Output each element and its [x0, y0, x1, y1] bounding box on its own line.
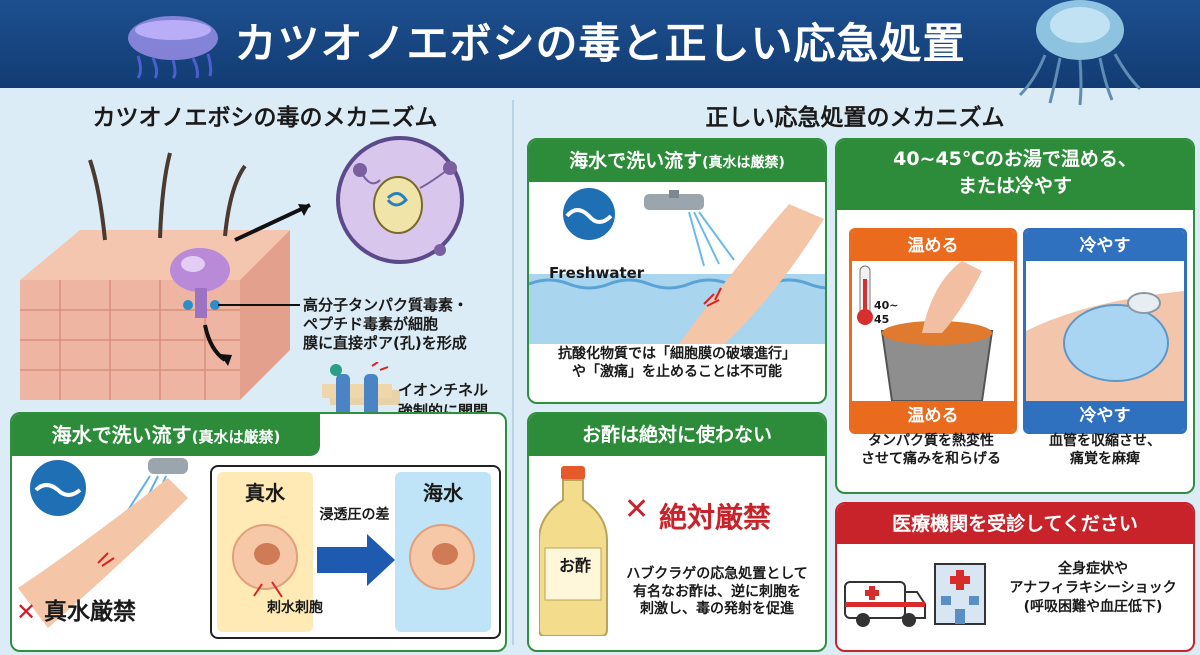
wash-bar-text: 海水で洗い流す [569, 150, 703, 172]
vinegar-bar: お酢は絶対に使わない [529, 414, 825, 456]
ion-text-1: イオンチネル [398, 381, 489, 399]
medical-bar: 医療機関を受診してください [837, 504, 1193, 544]
temperature-panel: 40~45℃のお湯で温める、 または冷やす 温める 40~ 45 温める タンパ… [835, 138, 1195, 494]
page-title: カツオノエボシの毒と正しい応急処置 [234, 19, 966, 68]
vinegar-bottle-illustration [539, 466, 608, 636]
warm-top-label: 温める [852, 231, 1014, 261]
left-wash-bar-note: (真水は厳禁) [191, 428, 281, 446]
warm-bucket-illustration [857, 261, 994, 401]
column-divider [512, 100, 514, 645]
medical-desc: 全身症状や アナフィラキシーショック (呼吸困難や血圧低下) [1009, 561, 1177, 615]
arm-rinse-illustration [18, 458, 188, 628]
cool-card: 冷やす 冷やす [1023, 228, 1187, 434]
jellyfish-left-illustration [128, 16, 218, 80]
toxin-description: 高分子タンパク質毒素・ ペプチド毒素が細胞 膜に直接ポア(孔)を形成 [303, 296, 469, 352]
osmosis-diagram [232, 524, 475, 598]
vinegar-panel: お酢は絶対に使わない お酢 ✕ 絶対厳禁 ハブクラゲの応急処置として 有名なお酢… [527, 412, 827, 652]
warm-card: 温める 40~ 45 温める [849, 228, 1017, 434]
wash-bar: 海水で洗い流す(真水は厳禁) [529, 140, 825, 182]
freshwater-ban-mark: ✕ [16, 598, 37, 626]
cell-label: 刺水刺胞 [267, 600, 323, 616]
left-wash-bar-text: 海水で洗い流す [51, 423, 192, 447]
medical-panel: 医療機関を受診してください 全身症状や アナフィラキシーショック (呼吸困難や血… [835, 502, 1195, 652]
osmosis-box: 真水 海水 浸透圧の差 刺水刺胞 [210, 465, 501, 639]
cool-top-label: 冷やす [1026, 231, 1184, 261]
cool-bottom-label: 冷やす [1026, 401, 1184, 431]
jellyfish-right-illustration [1018, 0, 1142, 106]
seawater-label: 海水 [423, 481, 463, 505]
cool-desc: 血管を収縮させ、 痛覚を麻痺 [1049, 433, 1161, 467]
right-section-title: 正しい応急処置のメカニズム [705, 105, 1005, 131]
vinegar-bottle-label: お酢 [558, 556, 591, 575]
temperature-bar: 40~45℃のお湯で温める、 または冷やす [837, 140, 1193, 210]
wash-desc: 抗酸化物質では「細胞膜の破壊進行」 や「激痛」を止めることは不可能 [558, 346, 796, 380]
warm-bottom-label: 温める [852, 401, 1014, 431]
thermometer-label: 40~ 45 [874, 299, 899, 326]
warm-desc: タンパク質を熱変性 させて痛みを和らげる [861, 433, 1001, 467]
vinegar-ban-text: 絶対厳禁 [659, 501, 772, 534]
wash-bar-note: (真水は厳禁) [702, 155, 785, 171]
freshwater-ban-text: 真水厳禁 [44, 599, 136, 625]
ice-pack-illustration [1026, 291, 1184, 401]
skin-mechanism-illustration [20, 136, 464, 405]
vinegar-ban-mark: ✕ [624, 492, 650, 527]
left-section-title: カツオノエボシの毒のメカニズム [92, 105, 438, 131]
left-wash-bar: 海水で洗い流す(真水は厳禁) [12, 414, 320, 456]
wash-illustration [529, 188, 825, 344]
freshwater-label-right: Freshwater [549, 264, 645, 282]
ambulance-hospital-icon [844, 563, 986, 627]
freshwater-label: 真水 [245, 481, 285, 505]
wash-panel: 海水で洗い流す(真水は厳禁) Freshwater 抗酸化物質では「細胞膜の破壊… [527, 138, 827, 404]
osmosis-label: 浸透圧の差 [319, 507, 390, 523]
vinegar-desc: ハブクラゲの応急処置として 有名なお酢は、逆に刺胞を 刺激し、毒の発射を促進 [626, 566, 808, 617]
